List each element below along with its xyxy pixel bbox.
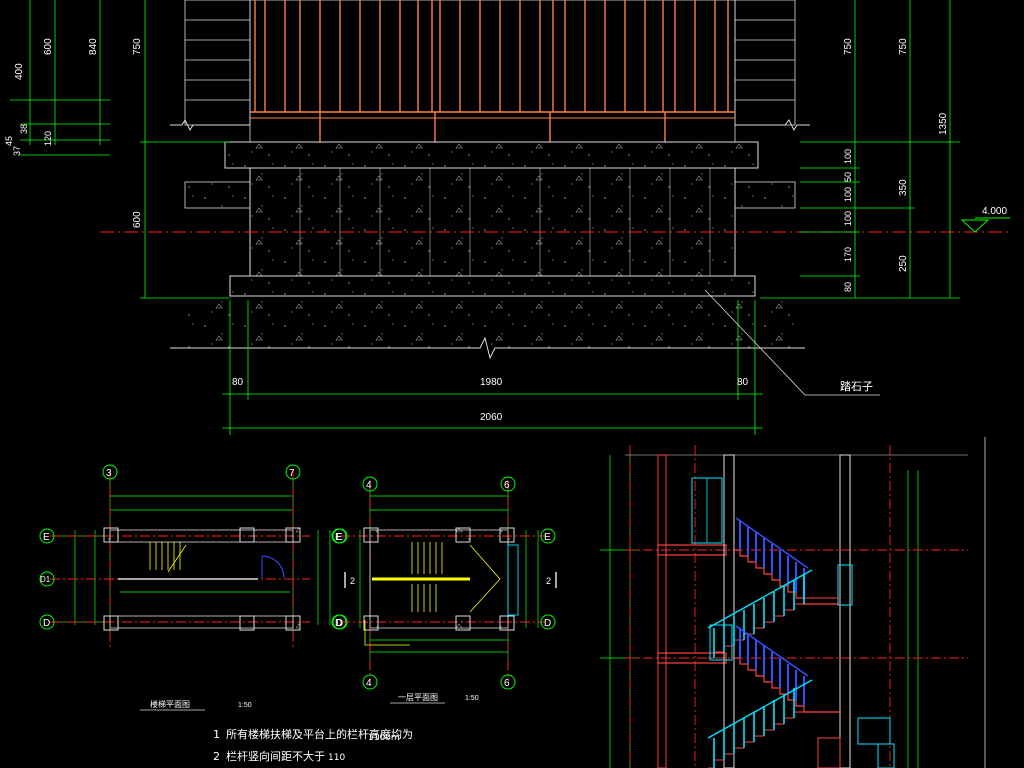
svg-text:2: 2: [546, 576, 551, 586]
dim-120: 120: [43, 131, 53, 146]
right-brick-panel: [734, 0, 796, 126]
dim-750-r2: 750: [898, 38, 909, 55]
svg-text:4: 4: [366, 480, 372, 491]
balustrade: [249, 0, 736, 143]
dim-45: 45: [4, 136, 14, 146]
left-brick-panel: [184, 0, 251, 126]
axis-bubble-3: 3: [102, 464, 118, 480]
axis-bubble-E-left: E: [39, 528, 55, 544]
note-1-value: 1100m: [368, 733, 400, 743]
section-mark-left: 2: [344, 572, 355, 588]
axis-bubble-6-bottom: 6: [500, 674, 516, 690]
left-wall-segment: [184, 181, 251, 209]
section-mark-right: 2: [546, 572, 557, 588]
dim-400: 400: [14, 63, 25, 80]
dim-38: 38: [19, 124, 29, 134]
svg-text:2: 2: [350, 576, 355, 586]
beam-grooves: [299, 168, 711, 276]
note-2-value: 110: [328, 753, 345, 763]
note-1-num: 1: [213, 728, 220, 741]
axis-bubble-E-left-2: E: [331, 528, 347, 544]
axis-bubble-D-left-2: D: [331, 614, 347, 630]
svg-text:6: 6: [504, 678, 510, 689]
bottom-break-line: [170, 336, 805, 360]
svg-text:D: D: [336, 618, 343, 629]
bottom-slab: [229, 275, 756, 297]
level-value: 4.000: [982, 206, 1007, 217]
beam-body: [249, 167, 736, 277]
svg-text:D1: D1: [40, 575, 51, 584]
svg-text:D: D: [335, 618, 342, 629]
axis-bubble-D-left: D: [39, 614, 55, 630]
dim-600: 600: [43, 38, 54, 55]
foundation-hatch: [185, 296, 795, 348]
plan-1-title: 楼梯平面图: [150, 699, 190, 709]
dim-750-r1: 750: [843, 38, 854, 55]
dim-750-left: 750: [132, 38, 143, 55]
dim-350: 350: [898, 179, 909, 196]
right-wall-segment: [734, 181, 796, 209]
leader-label: 踏石子: [840, 379, 873, 393]
dim-2060: 2060: [480, 412, 503, 423]
dim-37: 37: [12, 146, 22, 156]
axis-bubble-E-right-2: E: [540, 528, 556, 544]
dim-50: 50: [843, 172, 853, 182]
axis-bubble-4-bottom: 4: [362, 674, 378, 690]
dim-600-left: 600: [132, 211, 143, 228]
axis-bubble-D1-left: D1: [39, 571, 55, 587]
stair-section: [600, 437, 986, 768]
dim-100-a: 100: [843, 149, 853, 164]
break-line-right: [735, 119, 810, 132]
plan-2-title: 一层平面图: [398, 693, 438, 702]
axis-bubble-6-top: 6: [500, 476, 516, 492]
svg-text:3: 3: [106, 468, 112, 479]
stair-plan-1: 3 7 E D1 D E D 楼梯平面图 1:50: [39, 464, 348, 711]
axis-bubble-D-right-2: D: [540, 614, 556, 630]
right-dimension-chain: [760, 0, 960, 299]
dim-80-right-bottom: 80: [737, 377, 749, 388]
svg-text:7: 7: [289, 468, 295, 479]
dim-100-c: 100: [843, 211, 853, 226]
stair-plan-2: 4 6 4 6 E D E D: [331, 476, 557, 704]
bottom-dimension-chain: [222, 300, 763, 435]
note-1-text: 所有楼梯扶梯及平台上的栏杆高度均为: [226, 727, 413, 741]
dim-80-right: 80: [843, 282, 853, 292]
svg-text:4: 4: [366, 678, 372, 689]
design-notes: 1 所有楼梯扶梯及平台上的栏杆高度均为 1100m 2 栏杆竖向间距不大于 11…: [213, 727, 413, 763]
dim-1350: 1350: [938, 112, 949, 135]
dim-840: 840: [88, 38, 99, 55]
note-2-num: 2: [213, 750, 220, 763]
plan-1-scale: 1:50: [238, 702, 252, 709]
elevation-view: 400 600 840 38 120 45 37 750 600 750 750…: [4, 0, 1010, 435]
break-line-left: [170, 118, 250, 132]
level-marker: 4.000: [960, 206, 1010, 233]
svg-text:E: E: [43, 532, 50, 543]
top-slab: [224, 141, 759, 169]
axis-bubble-4-top: 4: [362, 476, 378, 492]
dim-250: 250: [898, 255, 909, 272]
axis-bubble-7: 7: [285, 464, 301, 480]
dim-1980: 1980: [480, 377, 503, 388]
dim-80-left: 80: [232, 377, 244, 388]
dim-170: 170: [843, 247, 853, 262]
svg-text:E: E: [335, 532, 342, 543]
svg-text:D: D: [43, 618, 50, 629]
svg-text:E: E: [544, 532, 551, 543]
plan-2-scale: 1:50: [465, 695, 479, 702]
svg-text:E: E: [336, 532, 343, 543]
note-2-text: 栏杆竖向间距不大于: [226, 749, 325, 763]
svg-text:6: 6: [504, 480, 510, 491]
svg-text:D: D: [544, 618, 551, 629]
dim-100-b: 100: [843, 187, 853, 202]
left-dimension-chain: [10, 0, 230, 299]
leader-line: [704, 289, 880, 396]
